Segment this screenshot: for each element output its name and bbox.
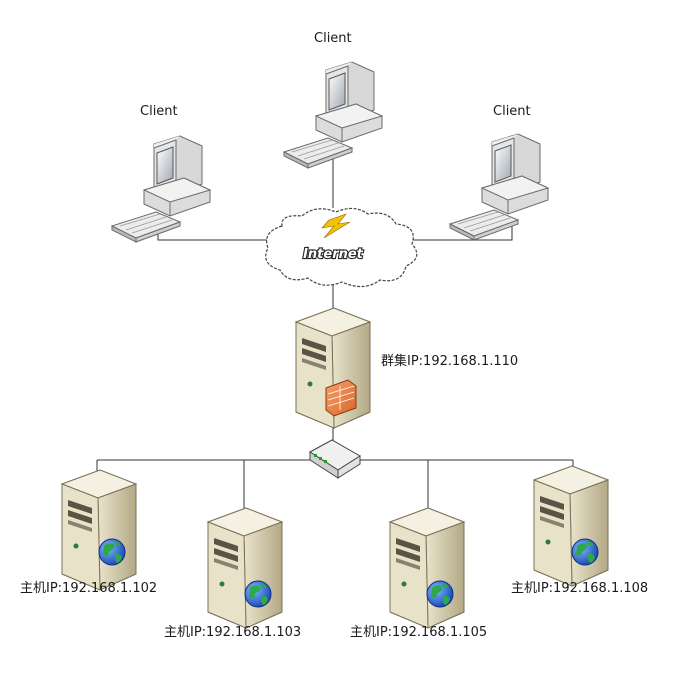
host-ip-label-1: 主机IP:192.168.1.102: [20, 581, 158, 596]
lightning-icon: [321, 213, 351, 239]
host-ip-label-3: 主机IP:192.168.1.105: [350, 625, 488, 640]
client-label-3: Client: [493, 104, 531, 119]
host-server-4: [533, 465, 609, 587]
client-label-2: Client: [314, 31, 352, 46]
globe-icon: [426, 580, 454, 608]
cluster-ip-label: 群集IP:192.168.1.110: [381, 354, 519, 369]
firewall-icon: [325, 379, 357, 417]
globe-icon: [244, 580, 272, 608]
globe-icon: [98, 538, 126, 566]
host-ip-label-2: 主机IP:192.168.1.103: [164, 625, 302, 640]
host-server-2: [207, 507, 283, 629]
client-computer-2: [283, 61, 383, 169]
switch-icon: [309, 439, 361, 479]
internet-label: Internet: [303, 247, 364, 262]
host-server-3: [389, 507, 465, 629]
client-label-1: Client: [140, 104, 178, 119]
client-computer-3: [449, 133, 549, 241]
globe-icon: [571, 538, 599, 566]
host-server-1: [61, 469, 137, 591]
client-computer-1: [111, 135, 211, 243]
host-ip-label-4: 主机IP:192.168.1.108: [511, 581, 649, 596]
cluster-server: [295, 307, 371, 429]
internet-cloud-icon: Internet: [265, 207, 418, 288]
